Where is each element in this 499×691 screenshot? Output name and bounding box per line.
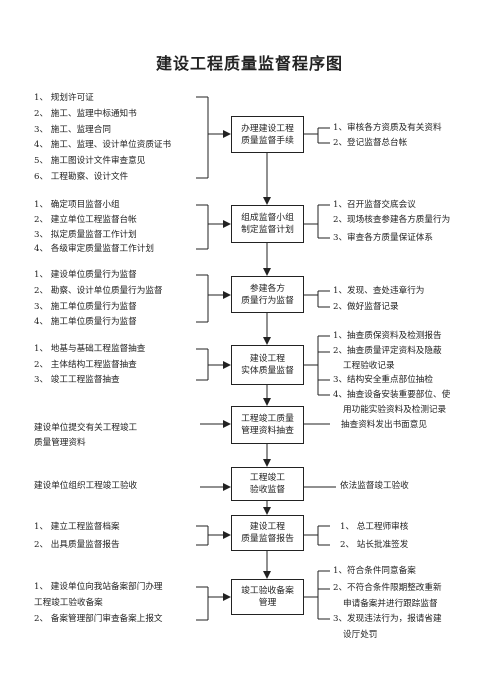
row1-right-item-1: 1、审核各方资质及有关资料 — [333, 123, 442, 133]
box-line-1: 建设工程 — [249, 354, 286, 364]
box-line-1: 组成监督小组 — [241, 213, 294, 223]
row2-left-item-2: 2、 建立单位工程监督台帐 — [34, 215, 137, 225]
row8-right-item-2-cont: 申请备案并进行跟踪监督 — [343, 599, 438, 609]
row3-left-item-2: 2、 勘察、设计单位质量行为监督 — [34, 286, 163, 296]
box-line-1: 竣工验收备案 — [241, 586, 294, 596]
row8-right-item-3-cont: 设厅处罚 — [343, 630, 378, 640]
box-quality-report: 建设工程 质量监督报告 — [231, 515, 304, 551]
box-line-1: 工程竣工质量 — [241, 414, 294, 424]
row8-left-item-1: 1、 建设单位向我站备案部门办理 — [34, 582, 163, 592]
row4-left-item-3: 3、 竣工工程监督抽查 — [34, 375, 120, 385]
row4-left-item-1: 1、 地基与基础工程监督抽查 — [34, 344, 146, 354]
box-completion-filing: 竣工验收备案 管理 — [231, 579, 304, 615]
box-completion-acceptance: 工程竣工 验收监督 — [231, 467, 304, 501]
row2-left-item-1: 1、 确定项目监督小组 — [34, 200, 120, 210]
row2-left-item-4: 4、 各级审定质量监督工作计划 — [34, 244, 154, 254]
row8-right-item-3: 3、发现违法行为，报请省建 — [333, 614, 442, 624]
row1-left-item-2: 2、 施工、监理中标通知书 — [34, 109, 137, 119]
row4-left-item-2: 2、 主体结构工程监督抽查 — [34, 360, 137, 370]
row8-left-item-1-cont: 工程竣工验收备案 — [34, 598, 103, 608]
row3-left-item-3: 3、 施工单位质量行为监督 — [34, 302, 137, 312]
row4-right-item-1: 1、抽查质保资料及检测报告 — [333, 331, 442, 341]
box-line-2: 验收监督 — [249, 485, 286, 495]
row4-right-item-4-cont: 用功能实验资料及检测记录 — [343, 405, 447, 415]
row1-right-item-2: 2、登记监督总台帐 — [333, 138, 408, 148]
row3-right-item-1: 1、发现、查处违章行为 — [333, 286, 425, 296]
box-line-2: 管理资料抽查 — [241, 426, 294, 436]
row8-right-item-1: 1、符合条件同意备案 — [333, 566, 416, 576]
row7-left-item-1: 1、 建立工程监督档案 — [34, 522, 120, 532]
row4-right-item-2: 2、抽查质量评定资料及隐蔽 — [333, 346, 442, 356]
row3-left-item-4: 4、 施工单位质量行为监督 — [34, 317, 137, 327]
box-register-supervision: 办理建设工程 质量监督手续 — [231, 116, 304, 153]
row5-left-line-1: 建设单位提交有关工程竣工 — [34, 423, 138, 433]
row1-left-item-5: 5、 施工图设计文件审查意见 — [34, 156, 146, 166]
box-line-2: 制定监督计划 — [241, 225, 294, 235]
row8-left-item-2: 2、 备案管理部门审查备案上报文 — [34, 614, 163, 624]
box-line-2: 质量监督报告 — [241, 534, 294, 544]
box-line-2: 质量行为监督 — [241, 295, 294, 306]
row5-right-item-1: 抽查资料发出书面意见 — [341, 420, 427, 430]
row8-right-item-2: 2、不符合条件限期整改重新 — [333, 583, 442, 593]
row7-right-item-1: 1、 总工程师审核 — [340, 522, 409, 532]
row4-right-item-2-cont: 工程验收记录 — [343, 361, 395, 371]
box-completion-docs-check: 工程竣工质量 管理资料抽查 — [231, 406, 304, 444]
row3-right-item-2: 2、做好监督记录 — [333, 302, 399, 312]
box-line-1: 建设工程 — [249, 522, 286, 532]
page-title: 建设工程质量监督程序图 — [155, 54, 343, 73]
row3-left-item-1: 1、 建设单位质量行为监督 — [34, 270, 137, 280]
box-line-2: 实体质量监督 — [241, 366, 294, 376]
row6-right-item-1: 依法监督竣工验收 — [340, 481, 409, 491]
box-line-1: 工程竣工 — [249, 473, 286, 483]
row7-right-item-2: 2、 站长批准签发 — [340, 540, 409, 550]
row2-right-item-2: 2、现场核查参建各方质量行为 — [333, 215, 451, 225]
row2-right-item-1: 1、召开监督交底会议 — [333, 200, 416, 210]
row4-right-item-4: 4、抽查设备安装重要部位、使 — [333, 390, 451, 400]
box-line-1: 办理建设工程 — [241, 123, 294, 134]
row1-left-item-1: 1、 规划许可证 — [34, 93, 94, 103]
row1-left-item-4: 4、 施工、监理、设计单位资质证书 — [34, 140, 172, 150]
row7-left-item-2: 2、 出具质量监督报告 — [34, 540, 120, 550]
row2-right-item-3: 3、审查各方质量保证体系 — [333, 233, 433, 243]
box-line-2: 质量监督手续 — [241, 135, 294, 146]
row6-left-line-1: 建设单位组织工程竣工验收 — [34, 481, 138, 491]
box-participant-behavior: 参建各方 质量行为监督 — [231, 276, 304, 313]
row1-left-item-3: 3、 施工、监理合同 — [34, 125, 111, 135]
row5-left-line-2: 质量管理资料 — [34, 438, 86, 448]
box-form-supervision-team: 组成监督小组 制定监督计划 — [231, 205, 304, 243]
box-physical-quality: 建设工程 实体质量监督 — [231, 345, 304, 385]
row2-left-item-3: 3、 拟定质量监督工作计划 — [34, 230, 137, 240]
box-line-2: 管理 — [258, 598, 277, 608]
row1-left-item-6: 6、 工程勘察、设计文件 — [34, 172, 129, 182]
row4-right-item-3: 3、结构安全重点部位抽检 — [333, 375, 433, 385]
box-line-1: 参建各方 — [249, 283, 286, 294]
